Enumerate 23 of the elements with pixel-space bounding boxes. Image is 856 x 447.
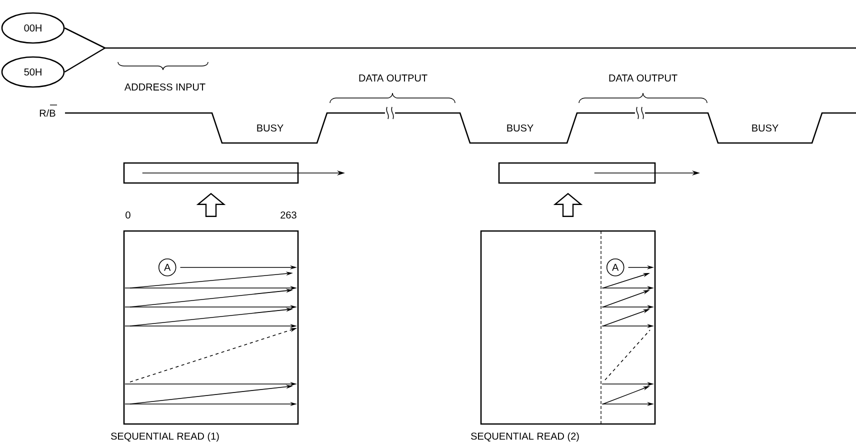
label: BUSY [752,124,778,132]
circled-letter: A [158,258,176,276]
connector-line [64,27,106,49]
label: ADDRESS INPUT [124,83,206,91]
hollow-arrow [196,192,226,217]
circled-letter: A [606,258,624,276]
label: SEQUENTIAL READ (1) [111,432,219,442]
connector-line [64,47,106,73]
register-box [123,162,299,184]
register-box [498,162,656,184]
memory-array-box [123,230,299,425]
label: BUSY [507,124,534,132]
memory-array-box [480,230,656,425]
label: 0 [126,211,130,219]
label: SEQUENTIAL READ (2) [471,432,579,442]
label: 263 [280,211,296,219]
ellipse-node: 50H [1,56,65,88]
label: R/B [40,109,56,117]
hollow-arrow [553,192,583,217]
ellipse-node: 00H [1,12,65,44]
label: DATA OUTPUT [359,74,428,82]
label: DATA OUTPUT [609,74,678,82]
label: BUSY [257,124,284,132]
